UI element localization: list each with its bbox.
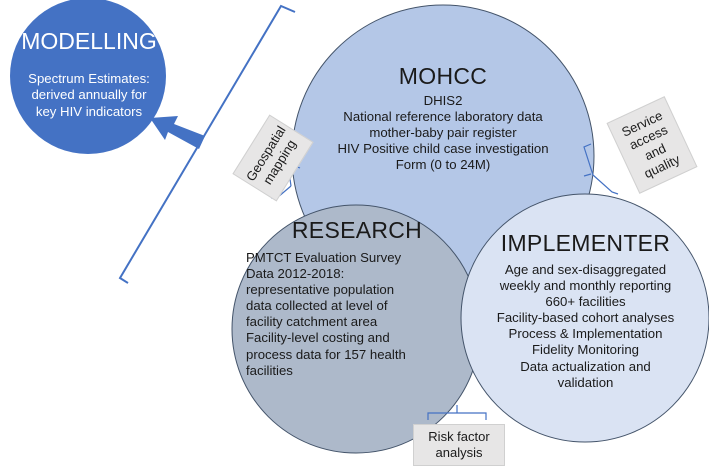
risk-bracket bbox=[427, 405, 487, 420]
research-line: representative population bbox=[246, 282, 395, 298]
research-line: Facility-level costing and bbox=[246, 330, 390, 346]
research-line: PMTCT Evaluation Survey bbox=[246, 250, 402, 265]
implementer-line: Data actualization and bbox=[520, 358, 651, 374]
service-bracket bbox=[583, 143, 619, 195]
mohcc-line: DHIS2 bbox=[423, 93, 463, 108]
implementer-line: Fidelity Monitoring bbox=[531, 342, 639, 358]
mohcc-line: Form (0 to 24M) bbox=[395, 157, 491, 173]
label-line: analysis bbox=[435, 445, 483, 460]
modelling-line: derived annually for bbox=[31, 87, 147, 103]
research-line: Data 2012-2018: bbox=[246, 266, 345, 282]
implementer-circle bbox=[460, 193, 709, 443]
implementer-line: weekly and monthly reporting bbox=[499, 278, 672, 294]
implementer-line: Process & Implementation bbox=[508, 326, 663, 342]
mohcc-title: MOHCC bbox=[398, 63, 488, 89]
implementer-body: Age and sex-disaggregated weekly and mon… bbox=[468, 262, 703, 391]
research-line: data collected at level of bbox=[246, 298, 388, 314]
research-title: RESEARCH bbox=[291, 217, 423, 243]
modelling-body: Spectrum Estimates: derived annually for… bbox=[8, 71, 170, 120]
mohcc-body: DHIS2 National reference laboratory data… bbox=[298, 93, 588, 173]
research-line: facility catchment area bbox=[246, 314, 378, 330]
research-body: PMTCT Evaluation Survey Data 2012-2018: … bbox=[246, 250, 456, 379]
mohcc-line: mother-baby pair register bbox=[369, 125, 517, 141]
modelling-line: key HIV indicators bbox=[35, 103, 143, 119]
implementer-title: IMPLEMENTER bbox=[500, 230, 671, 256]
risk-factor-analysis-label: Risk factor analysis bbox=[413, 424, 505, 466]
modelling-title: MODELLING bbox=[21, 28, 157, 54]
modelling-circle bbox=[10, 0, 166, 154]
implementer-line: validation bbox=[557, 374, 614, 390]
research-line: process data for 157 health bbox=[246, 346, 406, 362]
mohcc-line: HIV Positive child case investigation bbox=[337, 141, 549, 157]
implementer-line: 660+ facilities bbox=[545, 294, 626, 310]
arrow-icon bbox=[150, 116, 205, 149]
label-line: Risk factor bbox=[428, 429, 490, 445]
modelling-line: Spectrum Estimates: bbox=[28, 71, 150, 86]
implementer-line: Age and sex-disaggregated bbox=[504, 262, 667, 277]
research-line: facilities bbox=[246, 362, 293, 378]
implementer-line: Facility-based cohort analyses bbox=[496, 310, 675, 326]
mohcc-line: National reference laboratory data bbox=[343, 109, 543, 125]
